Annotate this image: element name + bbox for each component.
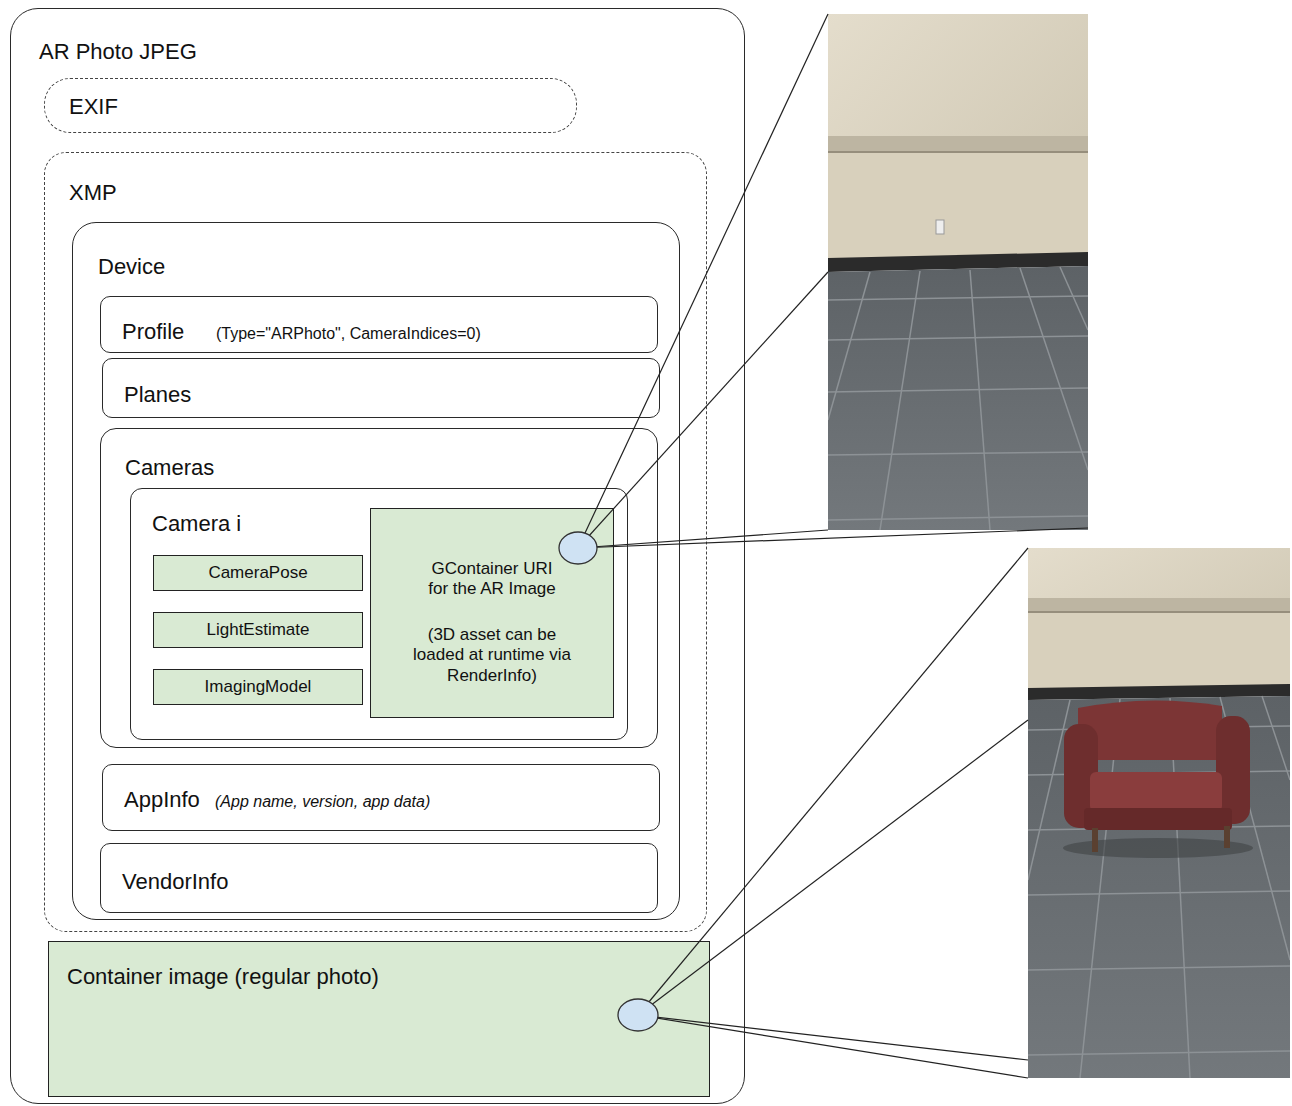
box-label: AR Photo JPEG [39, 39, 197, 65]
sofa-shadow [1063, 838, 1253, 858]
sofa-arm [1216, 716, 1250, 824]
sofa-arm [1064, 724, 1098, 828]
tile-joint [828, 516, 1088, 520]
tile-floor [828, 266, 1088, 530]
tile-joint [828, 296, 1088, 300]
wall-ledge [1028, 598, 1290, 612]
leader-line [638, 548, 1028, 1015]
tile-joint [1028, 700, 1070, 880]
tile-joint [1028, 726, 1290, 730]
room-photo [828, 14, 1088, 530]
planes-box: Planes [102, 358, 660, 418]
tile-joint [828, 336, 1088, 340]
box-note: (Type="ARPhoto", CameraIndices=0) [216, 324, 481, 343]
leader-line [578, 530, 828, 548]
tile-joint [1220, 697, 1290, 960]
camera-element: LightEstimate [153, 612, 363, 648]
file-container: EXIF Profile (Type="ARPhoto", CameraIndice… [10, 8, 745, 1104]
tile-joint [970, 270, 990, 530]
box-label: Device [98, 254, 165, 280]
tile-joint [1060, 267, 1088, 330]
camera-element: ImagingModel [153, 669, 363, 705]
box-label: GContainer URI for the AR Image [422, 559, 562, 600]
box-label: LightEstimate [154, 620, 362, 640]
tile-joint [828, 388, 1088, 392]
sofa [1063, 700, 1253, 858]
ledge-shadow [828, 151, 1088, 153]
tile-joint [880, 271, 920, 530]
box-note: (App name, version, app data) [215, 792, 430, 811]
link-marker [618, 999, 658, 1031]
tile-joint [828, 452, 1088, 455]
tile-joint [1262, 696, 1290, 780]
leader-line [578, 528, 1088, 548]
cameras-box: CameraPoseLightEstimateImagingModel GCont… [100, 428, 658, 748]
box-note: (3D asset can be loaded at runtime via R… [402, 625, 582, 686]
sofa-seat [1090, 772, 1222, 812]
wall-lower [1028, 613, 1290, 689]
profile-box: Profile (Type="ARPhoto", CameraIndices=0) [100, 296, 658, 353]
tile-joint [1020, 268, 1088, 470]
container-image-box: Container image (regular photo) [48, 941, 710, 1097]
box-label: ImagingModel [154, 677, 362, 697]
sofa-back [1078, 700, 1222, 760]
camera-box: CameraPoseLightEstimateImagingModel GCont… [130, 488, 628, 740]
link-marker [559, 532, 597, 564]
leader-lines [578, 14, 1088, 1078]
tile-joint [1028, 966, 1290, 970]
box-label: XMP [69, 180, 117, 206]
tile-joint [828, 272, 870, 420]
box-label: Cameras [125, 455, 214, 481]
tile-joint [1080, 699, 1120, 1078]
vendorinfo-box: VendorInfo [100, 843, 658, 913]
tile-floor [1028, 696, 1290, 1078]
wall [1028, 548, 1290, 692]
gcontainer-box: GContainer URI for the AR Image (3D asset… [370, 508, 614, 718]
tile-joint [1028, 826, 1290, 830]
wall-lower [828, 153, 1088, 258]
tile-joint [1170, 698, 1190, 1078]
room-photo-with-sofa [1028, 548, 1290, 1078]
leader-line [578, 272, 828, 548]
leader-line [578, 14, 828, 548]
wall-ledge [828, 136, 1088, 152]
leader-line [638, 720, 1028, 1015]
box-label: VendorInfo [122, 869, 228, 895]
box-label: Profile [122, 319, 184, 345]
sofa-leg [1092, 828, 1098, 852]
ledge-shadow [1028, 611, 1290, 613]
leader-line [638, 1015, 1028, 1078]
camera-element: CameraPose [153, 555, 363, 591]
box-label: CameraPose [154, 563, 362, 583]
baseboard [1028, 684, 1290, 700]
wall-outlet [936, 220, 944, 234]
tile-joints [1028, 696, 1290, 1078]
baseboard [828, 252, 1088, 272]
device-box: Profile (Type="ARPhoto", CameraIndices=0)… [72, 222, 680, 920]
box-label: EXIF [69, 94, 118, 120]
wall [828, 14, 1088, 266]
box-label: AppInfo [124, 787, 200, 813]
leader-line [638, 1015, 1028, 1060]
sofa-leg [1224, 826, 1230, 848]
box-label: Planes [124, 382, 191, 408]
box-label: Camera i [152, 511, 241, 537]
metadata-section: Profile (Type="ARPhoto", CameraIndices=0)… [44, 152, 707, 932]
tile-joint [1028, 891, 1290, 895]
metadata-section: EXIF [44, 78, 577, 133]
box-label: Container image (regular photo) [67, 964, 379, 990]
tile-joint [1028, 1051, 1290, 1055]
tile-joints [828, 267, 1088, 530]
sofa-front [1084, 808, 1232, 830]
tile-joint [1028, 771, 1290, 775]
appinfo-box: AppInfo (App name, version, app data) [102, 764, 660, 831]
